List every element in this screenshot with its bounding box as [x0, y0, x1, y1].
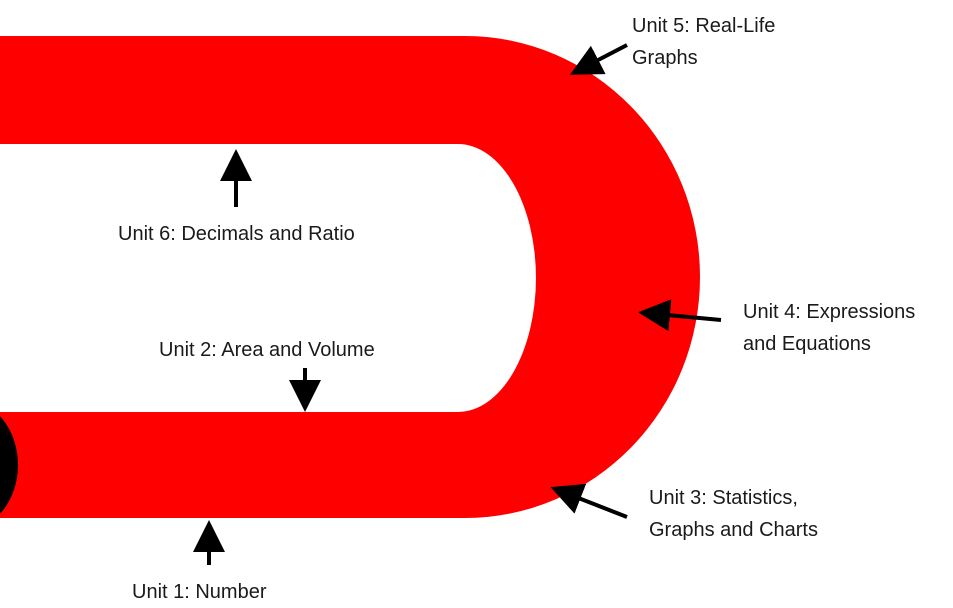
label-unit-2: Unit 2: Area and Volume — [159, 334, 375, 366]
label-unit-2-line-1: Unit 2: Area and Volume — [159, 339, 375, 361]
label-unit-3-line-1: Unit 3: Statistics, — [649, 487, 798, 509]
label-unit-4-line-2: and Equations — [743, 333, 871, 355]
label-unit-6: Unit 6: Decimals and Ratio — [118, 218, 355, 250]
arrow-unit-5 — [569, 43, 628, 75]
label-unit-5-line-2: Graphs — [632, 47, 698, 69]
label-unit-4-line-1: Unit 4: Expressions — [743, 301, 916, 323]
arrow-unit-4 — [638, 299, 722, 332]
label-unit-3: Unit 3: Statistics, Graphs and Charts — [649, 482, 818, 546]
arrow-unit-3 — [550, 483, 628, 519]
label-unit-1-line-1: Unit 1: Number — [132, 581, 267, 603]
label-unit-1: Unit 1: Number — [132, 576, 267, 608]
label-unit-5: Unit 5: Real-Life Graphs — [632, 10, 775, 74]
label-unit-4: Unit 4: Expressions and Equations — [743, 296, 915, 360]
label-unit-5-line-1: Unit 5: Real-Life — [632, 15, 776, 37]
label-unit-6-line-1: Unit 6: Decimals and Ratio — [118, 223, 355, 245]
track — [0, 36, 700, 518]
start-marker — [0, 416, 18, 514]
label-unit-3-line-2: Graphs and Charts — [649, 519, 818, 541]
